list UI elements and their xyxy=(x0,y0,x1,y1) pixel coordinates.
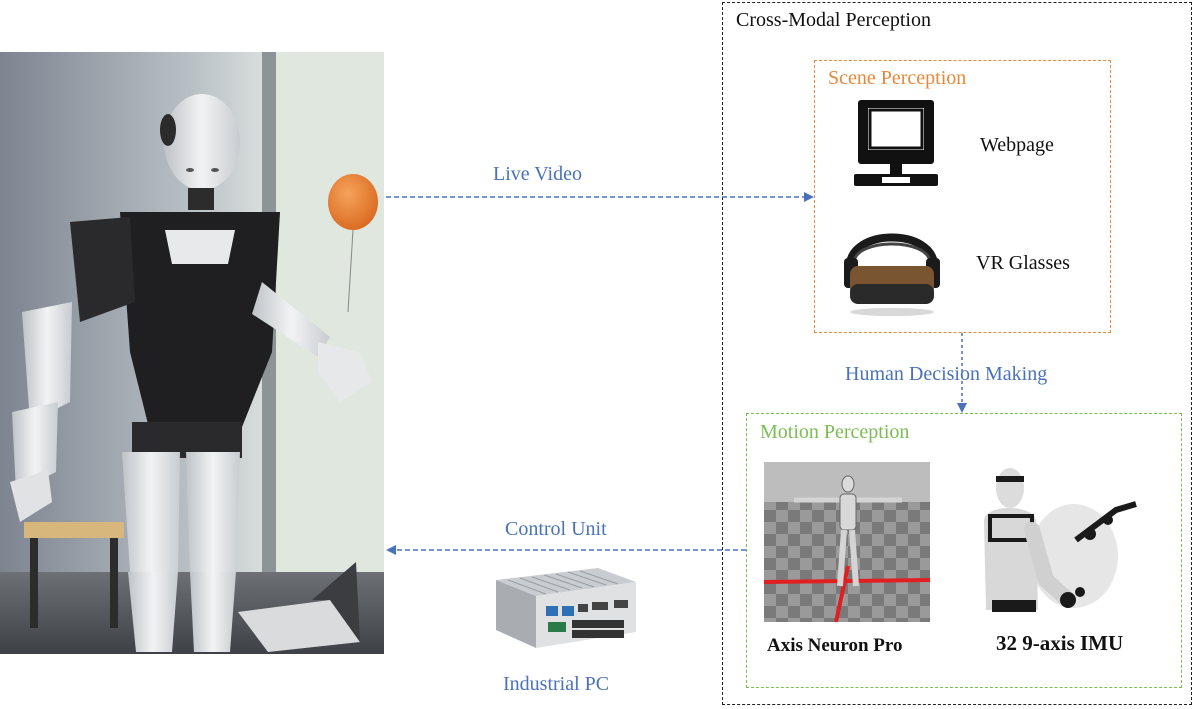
motion-perception-box xyxy=(746,413,1182,688)
human-decision-making-label: Human Decision Making xyxy=(845,363,1048,385)
axis-neuron-pro-screenshot xyxy=(764,462,930,622)
humanoid-robot-photo xyxy=(0,52,384,654)
computer-monitor-icon xyxy=(854,100,938,186)
scene-perception-title: Scene Perception xyxy=(828,67,967,89)
webpage-label: Webpage xyxy=(980,134,1054,156)
live-video-label: Live Video xyxy=(493,163,582,185)
imu-suit-illustration xyxy=(984,468,1137,612)
cross-modal-perception-title: Cross-Modal Perception xyxy=(736,9,931,31)
vr-glasses-label: VR Glasses xyxy=(976,252,1070,274)
industrial-pc-icon xyxy=(496,568,636,648)
industrial-pc-label: Industrial PC xyxy=(503,673,610,695)
vr-headset-icon xyxy=(844,233,940,316)
imu-label: 32 9-axis IMU xyxy=(996,631,1124,655)
scene-perception-box xyxy=(814,60,1111,333)
control-unit-label: Control Unit xyxy=(505,518,607,540)
axis-neuron-pro-label: Axis Neuron Pro xyxy=(767,635,903,656)
cross-modal-perception-box xyxy=(722,2,1192,705)
motion-perception-title: Motion Perception xyxy=(760,421,910,443)
